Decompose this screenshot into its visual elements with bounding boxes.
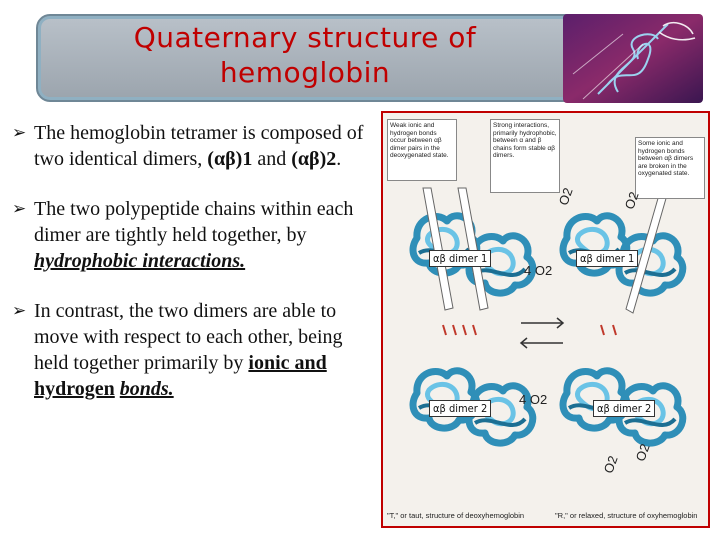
ionic-hydrogen-emphasis: ionic and hydrogen — [34, 352, 327, 400]
bullet-item: ➢ The hemoglobin tetramer is composed of… — [12, 120, 372, 172]
callout-box-right: Some ionic and hydrogen bonds between αβ… — [635, 137, 705, 199]
bonds-emphasis: bonds. — [119, 378, 174, 400]
dimer-1-label-left: αβ dimer 1 — [429, 250, 492, 267]
bullet-list: ➢ The hemoglobin tetramer is composed of… — [12, 120, 372, 426]
callout-text: Some ionic and hydrogen bonds between αβ… — [638, 140, 694, 177]
arrow-bullet-icon: ➢ — [12, 301, 27, 321]
callout-box-middle: Strong interactions, primarily hydrophob… — [490, 119, 560, 193]
four-o2-label-bottom: 4 O2 — [519, 392, 548, 407]
dimer-2-label-right: αβ dimer 2 — [593, 400, 656, 417]
bullet-text: In contrast, the two dimers are able to … — [34, 300, 343, 374]
hemoglobin-figure: Weak ionic and hydrogen bonds occur betw… — [381, 111, 710, 528]
dimer-1-label-right: αβ dimer 1 — [576, 250, 639, 267]
arrow-bullet-icon: ➢ — [12, 199, 27, 219]
caduceus-icon — [563, 14, 703, 103]
bullet-text: and — [252, 148, 292, 170]
title-line-1: Quaternary structure of — [133, 21, 477, 54]
callout-pointer — [457, 187, 489, 311]
arrow-bullet-icon: ➢ — [12, 123, 27, 143]
four-o2-label-top: 4 O2 — [524, 263, 553, 278]
equilibrium-arrows — [519, 317, 565, 349]
callout-text: Strong interactions, primarily hydrophob… — [493, 122, 557, 159]
dimer-2-notation: (αβ)2 — [291, 148, 337, 170]
caption-r-state: "R," or relaxed, structure of oxyhemoglo… — [555, 511, 698, 520]
callout-text: Weak ionic and hydrogen bonds occur betw… — [390, 122, 449, 159]
caption-t-state: "T," or taut, structure of deoxyhemoglob… — [387, 511, 525, 520]
bullet-item: ➢ The two polypeptide chains within each… — [12, 196, 372, 274]
dimer-1-notation: (αβ)1 — [207, 148, 253, 170]
hemoglobin-diagram — [383, 187, 708, 526]
bullet-text: . — [336, 148, 342, 170]
slide-title: Quaternary structure of hemoglobin — [60, 20, 550, 90]
hydrophobic-emphasis: hydrophobic interactions. — [34, 250, 246, 272]
ionic-bond-marks — [442, 324, 617, 336]
callout-pointer — [422, 187, 454, 311]
bullet-text: The two polypeptide chains within each d… — [34, 198, 354, 246]
dimer-2-label-left: αβ dimer 2 — [429, 400, 492, 417]
caduceus-image — [563, 14, 703, 103]
bullet-text: The hemoglobin tetramer is composed of t… — [34, 122, 364, 170]
title-line-2: hemoglobin — [219, 56, 391, 89]
bullet-item: ➢ In contrast, the two dimers are able t… — [12, 298, 372, 402]
callout-box-left: Weak ionic and hydrogen bonds occur betw… — [387, 119, 457, 181]
